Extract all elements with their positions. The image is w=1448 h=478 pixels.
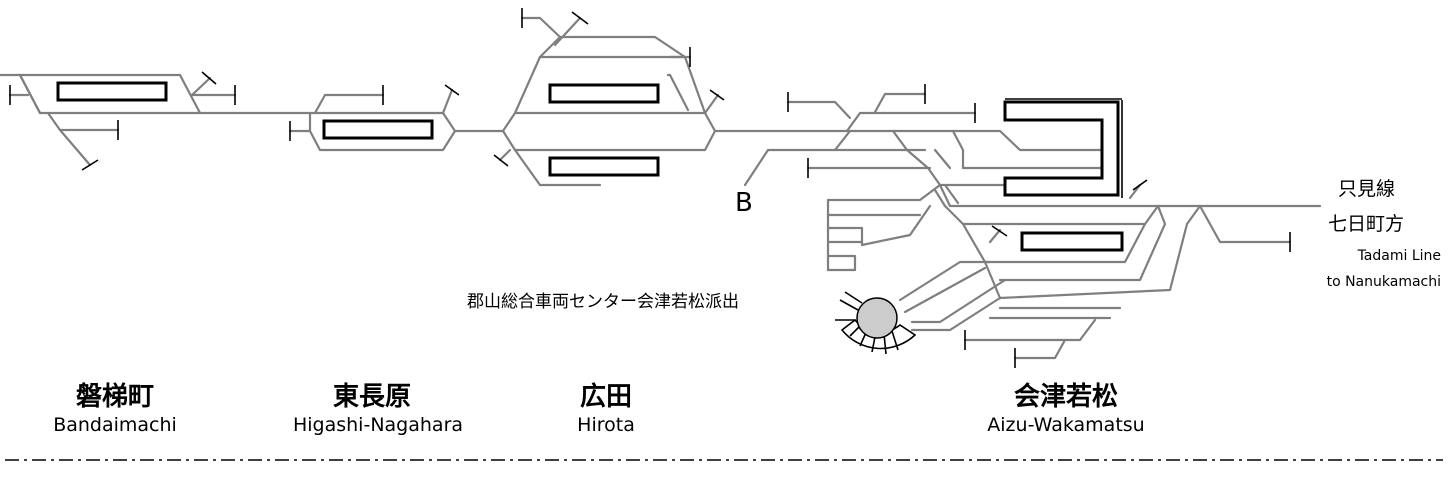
yard-track bbox=[943, 183, 960, 205]
branch-marker: B bbox=[735, 188, 753, 218]
fan-track bbox=[826, 254, 857, 272]
siding-track bbox=[553, 16, 582, 47]
platform-track bbox=[961, 222, 1147, 264]
siding-track bbox=[513, 148, 602, 187]
buffer-stop bbox=[709, 89, 725, 101]
buffer-stop bbox=[991, 225, 1008, 237]
station-name-ja: 東長原 bbox=[332, 382, 412, 412]
bandaimachi-yard bbox=[8, 71, 237, 171]
yard-track bbox=[951, 129, 1112, 170]
depot-track bbox=[910, 296, 1002, 332]
yard-track bbox=[933, 188, 947, 208]
platform-track bbox=[943, 204, 1160, 226]
depot-track bbox=[910, 278, 1007, 324]
platform bbox=[322, 119, 434, 140]
loop-track bbox=[538, 35, 687, 59]
siding-track bbox=[963, 318, 1097, 342]
siding-track bbox=[786, 100, 852, 120]
siding-track bbox=[520, 16, 562, 39]
siding-track bbox=[1198, 204, 1292, 244]
buffer-stop bbox=[81, 159, 99, 171]
station-name-ja: 会津若松 bbox=[1013, 382, 1119, 412]
yard-track bbox=[933, 148, 952, 170]
depot-track bbox=[903, 266, 987, 314]
siding-track bbox=[58, 128, 92, 167]
tadami-line-name-en: Tadami Line bbox=[1357, 248, 1441, 264]
turntable-pit bbox=[856, 297, 898, 339]
depot-track bbox=[898, 260, 992, 302]
platform bbox=[548, 83, 660, 104]
loop-track bbox=[513, 55, 707, 115]
siding-track bbox=[703, 93, 720, 115]
buffer-stop bbox=[1132, 179, 1148, 191]
station-name-ja: 広田 bbox=[579, 382, 633, 412]
platform bbox=[1020, 231, 1124, 252]
buffer-stop bbox=[201, 71, 217, 85]
tadami-line-direction: 七日町方 bbox=[1328, 213, 1405, 235]
yard-track bbox=[998, 204, 1202, 300]
buffer-stop bbox=[444, 84, 460, 96]
buffer-stop bbox=[493, 154, 509, 167]
fan-track bbox=[826, 183, 942, 202]
main-line bbox=[0, 73, 849, 133]
yard-track bbox=[983, 260, 1002, 300]
bay-platform bbox=[1003, 100, 1120, 197]
turntable bbox=[835, 291, 917, 355]
siding-track bbox=[441, 88, 454, 115]
fan-track bbox=[826, 204, 932, 247]
buffer-stop bbox=[571, 11, 589, 25]
higashi-nagahara-yard bbox=[288, 84, 460, 152]
station-name-en: Bandaimachi bbox=[53, 414, 177, 436]
siding-track bbox=[18, 73, 42, 115]
stall-stub bbox=[835, 291, 863, 321]
siding-track bbox=[988, 228, 1002, 244]
bay-platforms bbox=[1003, 98, 1123, 198]
station-name-en: Higashi-Nagahara bbox=[292, 414, 464, 436]
station-name-en: Aizu-Wakamatsu bbox=[987, 414, 1145, 436]
tadami-line-direction-en: to Nanukamachi bbox=[1326, 274, 1441, 290]
siding-track bbox=[190, 76, 212, 97]
siding-track bbox=[313, 93, 385, 115]
depot-label: 郡山総合車両センター会津若松派出 bbox=[467, 292, 739, 312]
siding-track bbox=[873, 92, 927, 114]
siding-track bbox=[46, 111, 120, 132]
yard-track bbox=[845, 129, 1112, 152]
yard-track bbox=[845, 111, 977, 133]
tadami-line-name: 只見線 bbox=[1338, 178, 1396, 200]
branch-track bbox=[743, 148, 927, 187]
platform bbox=[548, 156, 660, 177]
hirota-yard bbox=[493, 8, 725, 187]
loop-track bbox=[501, 111, 717, 152]
platform bbox=[56, 81, 168, 102]
siding-track bbox=[666, 73, 690, 112]
siding-track bbox=[1013, 338, 1067, 360]
yard-track bbox=[998, 204, 1167, 282]
yard-track bbox=[833, 129, 852, 152]
aizu-wakamatsu-yard bbox=[786, 84, 1322, 368]
siding-track bbox=[498, 148, 512, 162]
branch-b bbox=[743, 148, 927, 187]
station-name-ja: 磐梯町 bbox=[75, 382, 155, 412]
roundhouse-stall bbox=[849, 323, 899, 355]
main-track bbox=[938, 183, 1322, 208]
station-name-en: Hirota bbox=[577, 414, 635, 436]
